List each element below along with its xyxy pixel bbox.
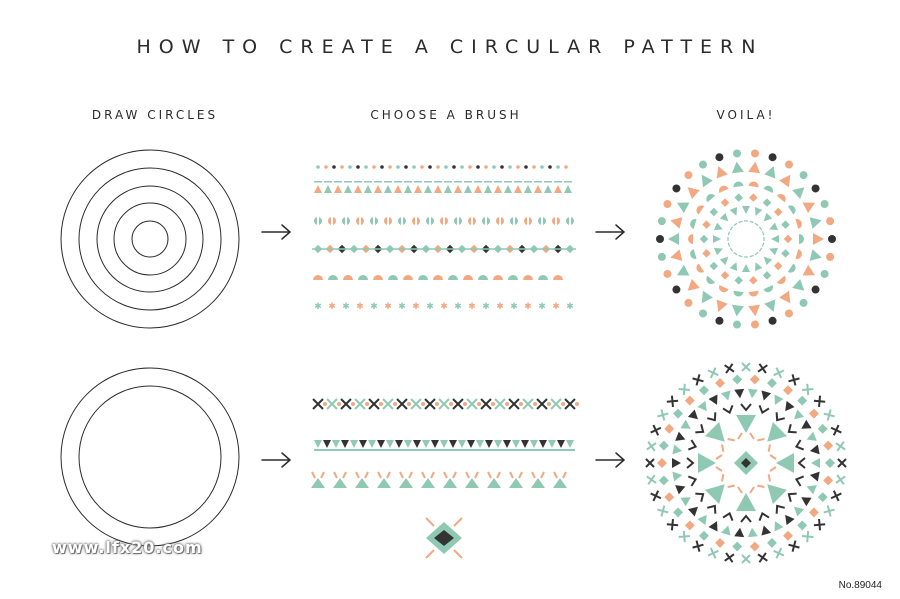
svg-text:✱: ✱ <box>398 302 406 312</box>
svg-text:✱: ✱ <box>496 302 504 312</box>
arrow-icon <box>261 452 292 468</box>
concentric-circles-bottom <box>60 367 240 547</box>
step-draw-circles-heading: DRAW CIRCLES <box>91 108 219 122</box>
step-choose-brush-heading: CHOOSE A BRUSH <box>370 108 522 122</box>
brush-strips-top: ✱ ✱ ✱ ✱ ✱ ✱ ✱ ✱ ✱ ✱ ✱ ✱ ✱ ✱ ✱ ✱ ✱ ✱ ✱ <box>312 165 576 312</box>
arrow-icon <box>261 224 292 240</box>
brush-strips-bottom <box>311 398 579 488</box>
svg-text:✱: ✱ <box>328 302 336 312</box>
svg-text:✱: ✱ <box>482 302 490 312</box>
svg-text:✱: ✱ <box>426 302 434 312</box>
svg-text:✱: ✱ <box>314 302 322 312</box>
arrow-icon <box>595 224 626 240</box>
page-title: HOW TO CREATE A CIRCULAR PATTERN <box>136 36 764 58</box>
arrow-icon <box>595 452 626 468</box>
step-voila-heading: VOILA! <box>716 108 776 122</box>
svg-text:✱: ✱ <box>440 302 448 312</box>
svg-text:✱: ✱ <box>510 302 518 312</box>
svg-text:✱: ✱ <box>524 302 532 312</box>
svg-text:✱: ✱ <box>370 302 378 312</box>
svg-text:✱: ✱ <box>412 302 420 312</box>
brush-motif-tile <box>425 517 463 559</box>
catalog-number: No.89044 <box>838 580 882 591</box>
watermark-text: www.lfx20.com <box>52 538 203 557</box>
svg-text:✱: ✱ <box>454 302 462 312</box>
mandala-pattern-top <box>656 149 836 329</box>
svg-text:✱: ✱ <box>566 302 574 312</box>
svg-text:✱: ✱ <box>356 302 364 312</box>
svg-text:✱: ✱ <box>552 302 560 312</box>
svg-text:✱: ✱ <box>342 302 350 312</box>
concentric-circles-top <box>60 149 240 329</box>
svg-text:✱: ✱ <box>384 302 392 312</box>
mandala-pattern-bottom <box>645 362 847 564</box>
svg-text:✱: ✱ <box>468 302 476 312</box>
svg-text:✱: ✱ <box>538 302 546 312</box>
